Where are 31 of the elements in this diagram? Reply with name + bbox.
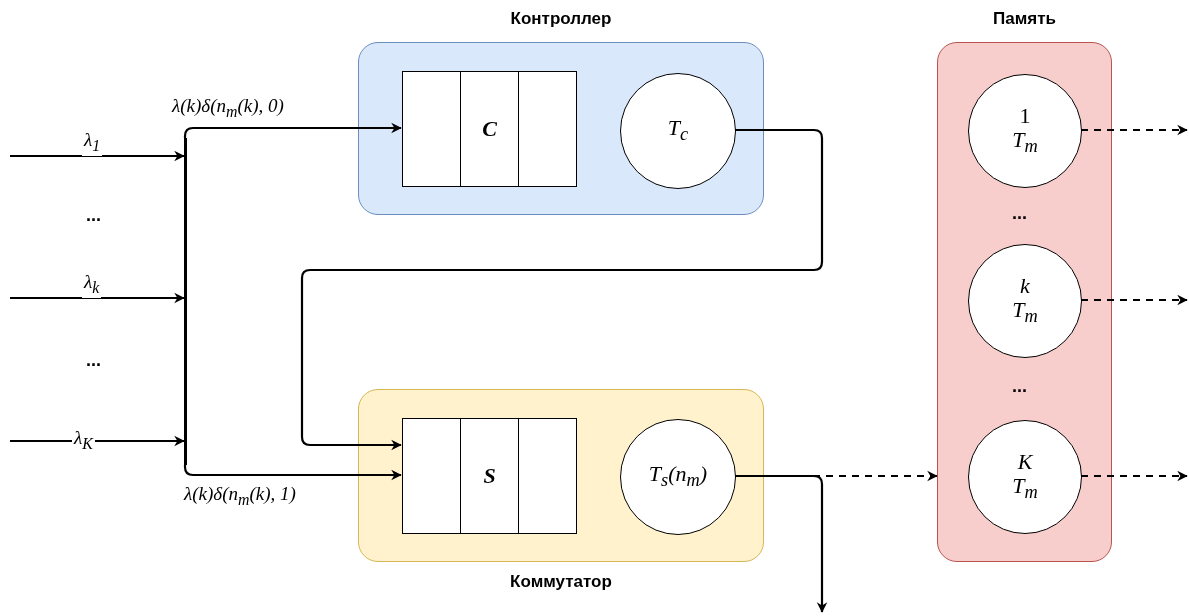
queue-label: S bbox=[483, 463, 496, 489]
server-label: 1 bbox=[1019, 103, 1031, 128]
queue-box bbox=[402, 71, 577, 187]
edge-label: λ$_{k}$ bbox=[82, 272, 102, 298]
bus-line bbox=[184, 138, 187, 465]
arrow bbox=[10, 435, 185, 447]
server-label: T$_{m}$ bbox=[1012, 473, 1038, 505]
server-label: T$_{s}$(n$_{m}$) bbox=[648, 461, 708, 493]
server-label: T$_{m}$ bbox=[1012, 297, 1038, 329]
ellipsis-text: ... bbox=[1012, 376, 1027, 397]
ellipsis-text: ... bbox=[86, 350, 101, 371]
edge-label: λ$_{1}$ bbox=[82, 130, 103, 156]
server-label: K bbox=[1017, 449, 1033, 474]
group-title: Память bbox=[992, 9, 1057, 29]
arrow bbox=[10, 292, 185, 304]
queue-box bbox=[402, 418, 577, 534]
server-label: T$_{c}$ bbox=[667, 115, 689, 147]
ellipsis-text: ... bbox=[86, 205, 101, 226]
group-title: Коммутатор bbox=[509, 572, 613, 592]
group-title: Контроллер bbox=[509, 9, 613, 29]
ellipsis-text: ... bbox=[1012, 203, 1027, 224]
arrow bbox=[183, 465, 402, 481]
dashed-arrow bbox=[1081, 470, 1188, 482]
dashed-arrow bbox=[1081, 294, 1188, 306]
queue-label: C bbox=[482, 116, 497, 142]
server-label: k bbox=[1020, 273, 1030, 298]
arrow bbox=[183, 122, 402, 138]
dashed-arrow bbox=[1081, 124, 1188, 136]
arrow bbox=[300, 128, 824, 451]
arrow bbox=[10, 150, 185, 162]
server-label: T$_{m}$ bbox=[1012, 127, 1038, 159]
